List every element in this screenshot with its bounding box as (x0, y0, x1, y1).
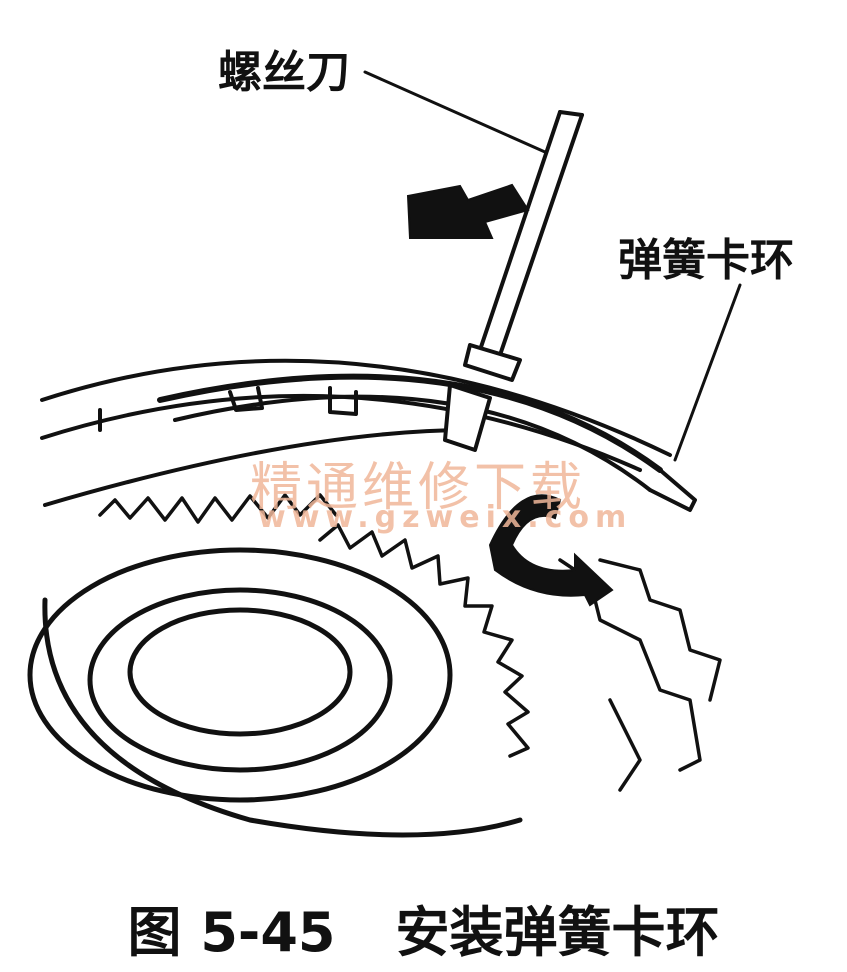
figure-number: 图 5-45 (127, 901, 336, 964)
watermark-text: 精通维修下载 (250, 458, 587, 518)
push-arrow-icon (406, 183, 530, 239)
screwdriver-label: 螺丝刀 (218, 47, 350, 98)
figure-title: 安装弹簧卡环 (395, 901, 720, 964)
snap-ring-leader-line (673, 283, 742, 462)
screwdriver-icon (443, 110, 584, 452)
gear-icon (98, 493, 722, 792)
rotation-arrow-icon (488, 494, 614, 607)
snap-ring-label: 弹簧卡环 (618, 235, 794, 286)
watermark-url: www.gzweix.com (258, 500, 633, 535)
screwdriver-leader-line (363, 70, 547, 154)
snap-ring-icon (157, 373, 697, 512)
drum-housing (40, 358, 672, 507)
figure-caption: 图 5-45 安装弹簧卡环 (0, 888, 847, 967)
inner-hub (27, 547, 523, 838)
